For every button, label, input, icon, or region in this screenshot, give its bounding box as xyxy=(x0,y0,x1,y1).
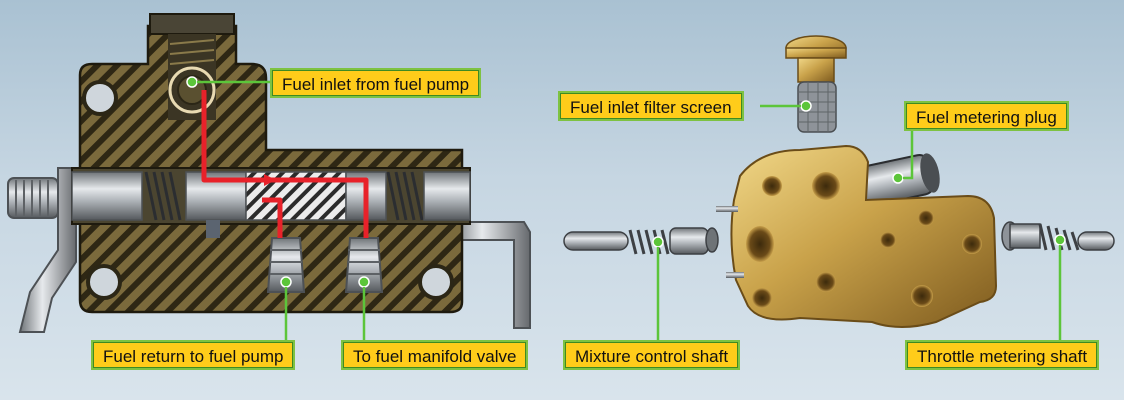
leader-metering-plug xyxy=(903,130,914,180)
callout-fuel-return: Fuel return to fuel pump xyxy=(91,340,296,370)
outlet-fitting-return xyxy=(266,237,306,293)
callout-dot-manifold xyxy=(358,276,370,288)
shaft-left xyxy=(71,171,143,221)
exploded-fuel-control xyxy=(563,35,1115,328)
mount-hole-top-left xyxy=(82,80,118,116)
throttle-shaft-part xyxy=(1001,221,1115,251)
callout-dot-metering-plug xyxy=(892,172,904,184)
callout-dot-filter xyxy=(800,100,812,112)
callout-manifold-valve: To fuel manifold valve xyxy=(341,340,529,370)
mixture-shaft-part xyxy=(563,227,719,255)
callout-dot-fuel-inlet xyxy=(186,76,198,88)
inlet-fitting-assembly xyxy=(785,35,847,133)
inlet-screen-ring xyxy=(168,66,216,114)
callout-throttle-shaft: Throttle metering shaft xyxy=(905,340,1100,370)
leader-lines xyxy=(197,80,1062,340)
metering-plug-part xyxy=(859,153,940,206)
inlet-fitting-hex xyxy=(149,13,235,35)
cutaway-fuel-control xyxy=(7,13,531,333)
spring-right xyxy=(386,171,424,221)
fuel-flow-path xyxy=(201,90,369,238)
spring-left xyxy=(144,171,182,221)
fuel-flow-arrow xyxy=(264,174,276,186)
mount-hole-bottom-right xyxy=(418,264,454,300)
mount-hole-bottom-left xyxy=(86,264,122,300)
callout-dot-mixture xyxy=(652,236,664,248)
callout-filter-screen: Fuel inlet filter screen xyxy=(558,91,744,121)
brass-body xyxy=(716,144,998,328)
callout-mixture-shaft: Mixture control shaft xyxy=(563,340,741,370)
callout-dot-throttle xyxy=(1054,234,1066,246)
callout-fuel-inlet: Fuel inlet from fuel pump xyxy=(270,68,482,98)
outlet-fitting-manifold xyxy=(344,237,384,293)
callout-dot-fuel-return xyxy=(280,276,292,288)
callout-metering-plug: Fuel metering plug xyxy=(904,101,1069,131)
